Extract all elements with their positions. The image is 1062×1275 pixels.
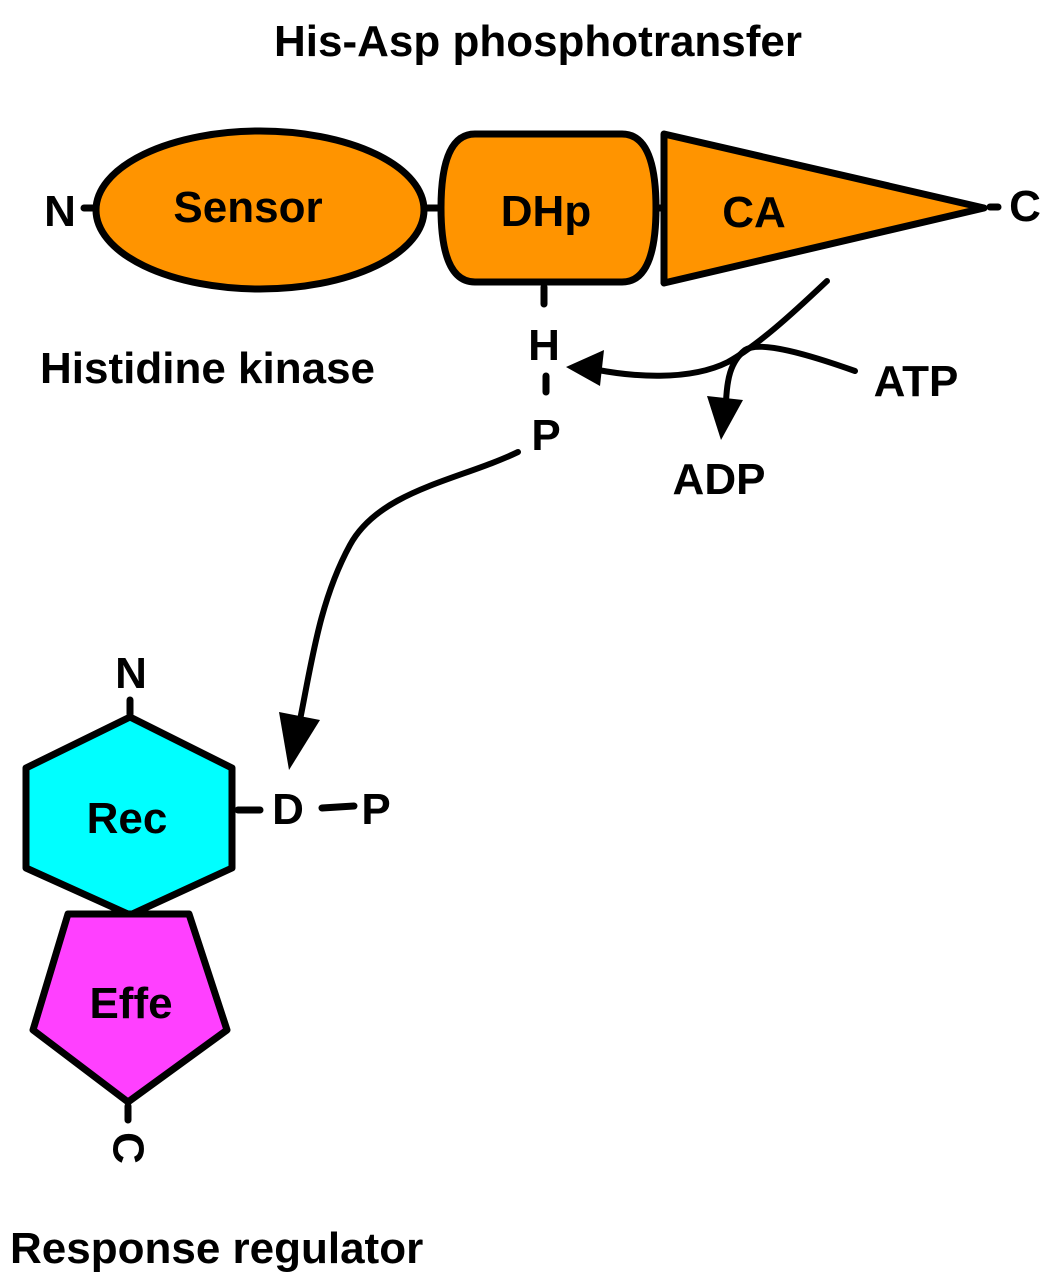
atp-reaction: ATP ADP <box>566 278 959 504</box>
phosphotransfer-arrow <box>279 449 521 770</box>
atp-adp-curve <box>723 343 858 405</box>
sensor-domain-label: Sensor <box>173 183 322 232</box>
asp-phospho-bond <box>318 802 358 812</box>
adp-arrowhead <box>707 396 743 440</box>
receiver-domain-label: Rec <box>87 794 168 843</box>
rr-c-terminus: C <box>104 1132 153 1164</box>
response-regulator: N Rec D P Effe C Response regulator <box>10 649 423 1273</box>
catalysis-curve <box>595 278 830 379</box>
effector-domain-label: Effe <box>89 979 172 1028</box>
phosphotransfer-curve <box>297 449 521 723</box>
sensor-domain <box>92 127 428 293</box>
atp-label: ATP <box>874 357 959 406</box>
response-regulator-label: Response regulator <box>10 1224 423 1273</box>
hk-n-terminus: N <box>44 187 76 236</box>
asp-phosphate: P <box>361 785 390 834</box>
his-residue: H <box>528 321 560 370</box>
rr-n-terminus: N <box>115 649 147 698</box>
adp-label: ADP <box>673 455 766 504</box>
asp-residue: D <box>272 785 304 834</box>
diagram-title: His-Asp phosphotransfer <box>274 17 802 66</box>
dhp-domain <box>437 130 660 286</box>
phosphotransfer-arrowhead <box>279 712 320 770</box>
dhp-domain-label: DHp <box>501 187 591 236</box>
phosphorylation-arrowhead <box>566 350 604 386</box>
ca-domain-label: CA <box>722 188 786 237</box>
effector-domain <box>29 910 231 1106</box>
hk-c-terminus: C <box>1009 182 1041 231</box>
his-phosphate: P <box>531 411 560 460</box>
histidine-kinase-label: Histidine kinase <box>40 344 375 393</box>
ca-domain <box>660 130 988 287</box>
histidine-kinase: Sensor DHp CA N C H P Histidine kinase <box>40 127 1041 460</box>
